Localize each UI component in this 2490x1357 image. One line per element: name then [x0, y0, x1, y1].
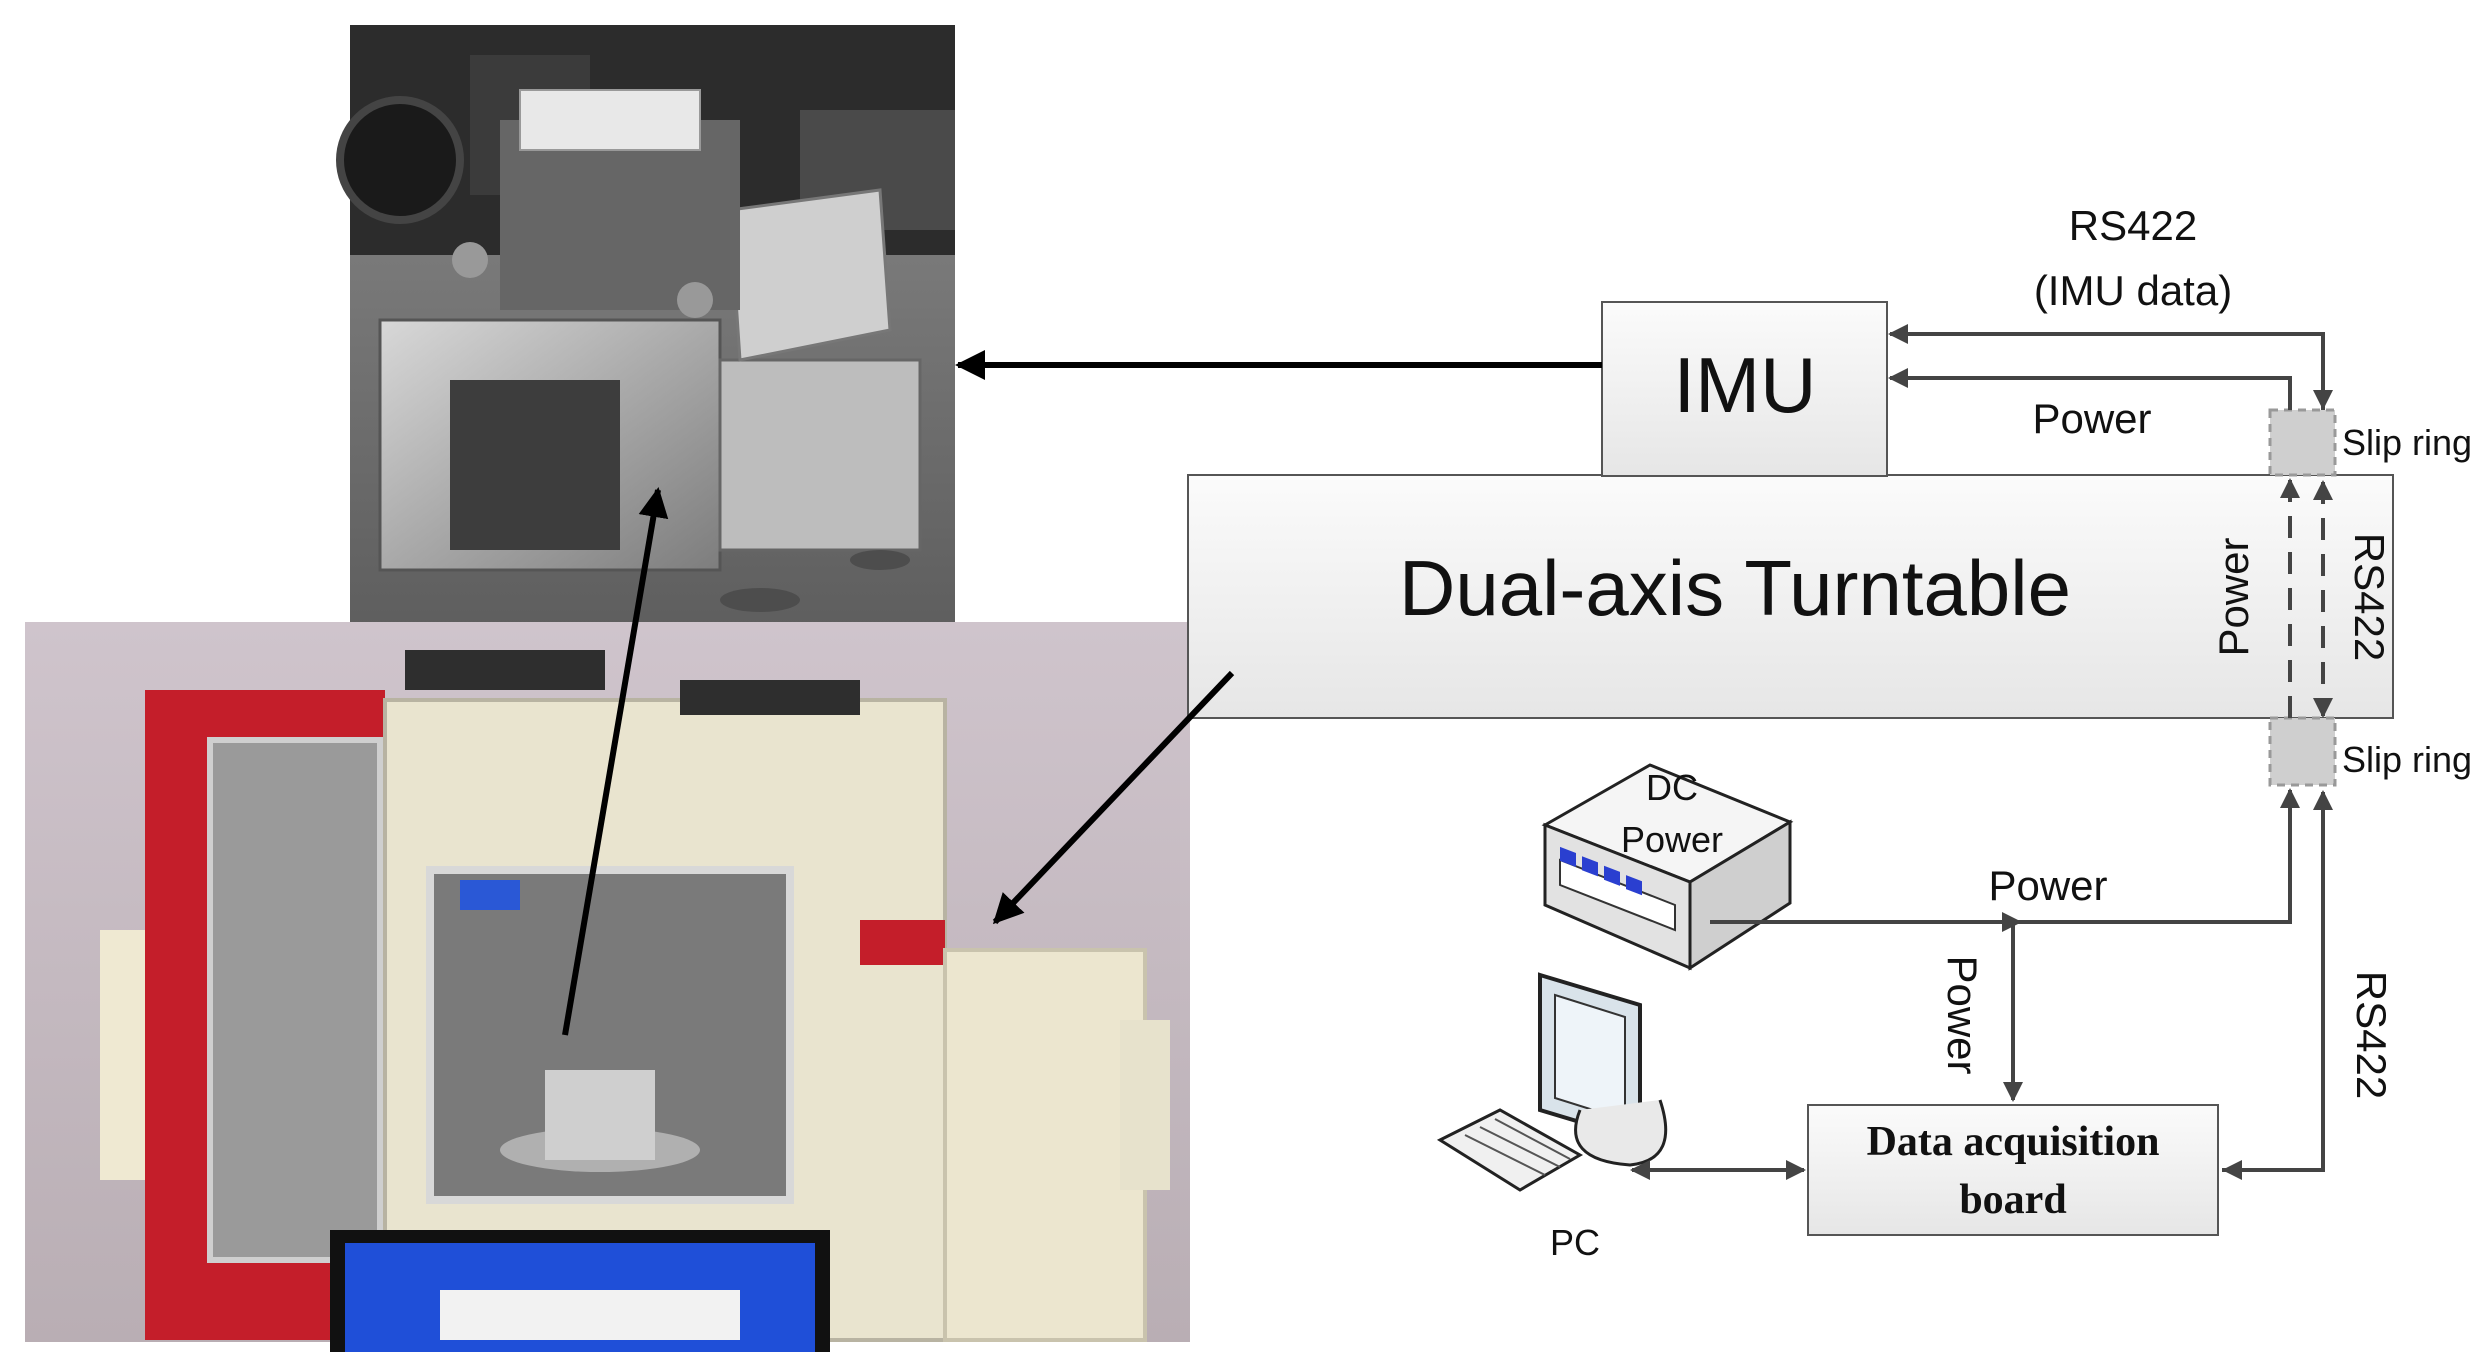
rs422-right-line: [2222, 790, 2333, 1172]
power-dc-out-label: Power: [1988, 862, 2107, 909]
slip-ring-top-label: Slip ring: [2342, 422, 2472, 463]
turntable-label: Dual-axis Turntable: [1399, 544, 2071, 632]
pc-icon: [1436, 972, 1668, 1192]
rs422-vertical-turntable-label: RS422: [2346, 533, 2393, 661]
turntable-block: [1187, 474, 2394, 719]
dc-power-out-line: [1710, 788, 2300, 924]
power-top-label: Power: [2032, 395, 2151, 442]
slip-ring-bottom-label: Slip ring: [2342, 739, 2472, 780]
turntable-to-photo-arrow: [992, 670, 1235, 925]
power-vertical-turntable-label: Power: [2210, 537, 2257, 656]
data-acquisition-board: [1807, 1104, 2219, 1236]
rs422-top-label-line1: RS422: [2069, 202, 2197, 249]
power-imu-line: [1888, 368, 2292, 410]
slip-ring-top: [2268, 408, 2337, 477]
dc-power-label-line2: Power: [1621, 819, 1723, 860]
pc-label: PC: [1550, 1222, 1600, 1263]
imu-block: [1601, 301, 1888, 477]
imu-hardware-photo: [336, 25, 955, 630]
dc-power-supply-icon: [1541, 763, 1794, 971]
data-board-label-line1: Data acquisition: [1867, 1119, 2160, 1165]
rs422-top-label-line2: (IMU data): [2034, 267, 2232, 314]
imu-label: IMU: [1674, 341, 1817, 429]
photo-zoom-arrow: [562, 487, 669, 1036]
turntable-lab-photo: [25, 622, 1190, 1352]
rs422-vertical-right-label: RS422: [2348, 971, 2395, 1099]
slip-ring-bottom: [2268, 716, 2337, 787]
power-vertical-board-label: Power: [1939, 955, 1986, 1074]
dc-power-label-line1: DC: [1646, 767, 1698, 808]
data-board-label-line2: board: [1959, 1177, 2066, 1223]
